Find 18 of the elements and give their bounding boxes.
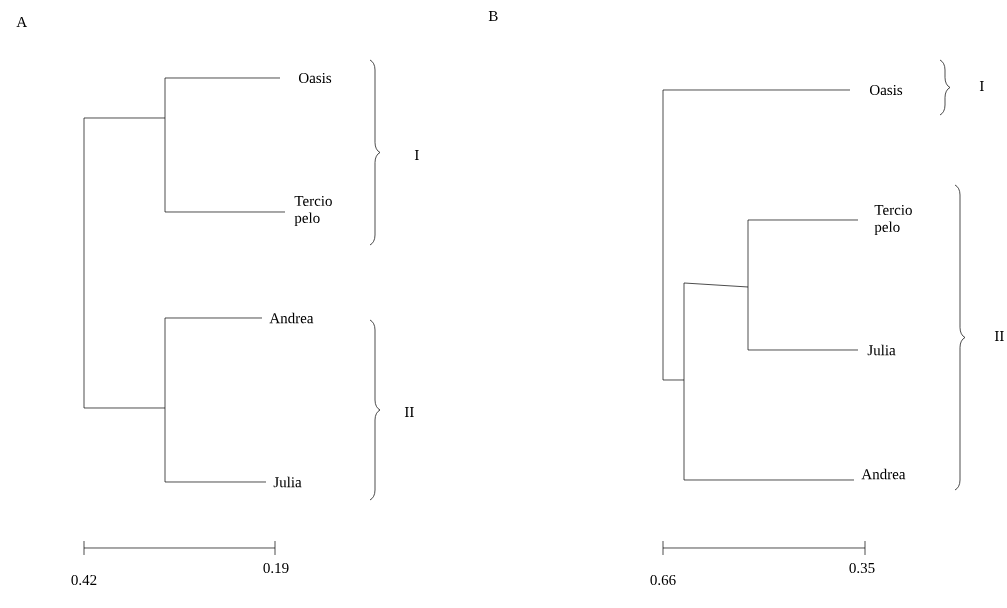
panel-letter: B xyxy=(488,11,498,21)
leaf-label: Julia xyxy=(273,476,302,488)
leaf-label: Julia xyxy=(867,344,896,356)
leaf-label: Andrea xyxy=(269,312,314,324)
leaf-label: Oasis xyxy=(869,84,903,96)
leaf-label: Oasis xyxy=(298,72,332,84)
group-label: II xyxy=(994,331,1004,341)
group-label: I xyxy=(979,81,984,91)
leaf-label: Andrea xyxy=(861,468,906,480)
leaf-label: Tercio pelo xyxy=(294,195,332,227)
panel-letter: A xyxy=(16,17,28,27)
scale-value: 0.19 xyxy=(263,562,289,574)
scale-value: 0.35 xyxy=(849,562,875,574)
group-label: I xyxy=(414,150,419,160)
scale-value: 0.42 xyxy=(71,574,97,586)
leaf-label: Tercio pelo xyxy=(874,204,912,236)
scale-value: 0.66 xyxy=(650,574,676,586)
group-label: II xyxy=(404,407,414,417)
